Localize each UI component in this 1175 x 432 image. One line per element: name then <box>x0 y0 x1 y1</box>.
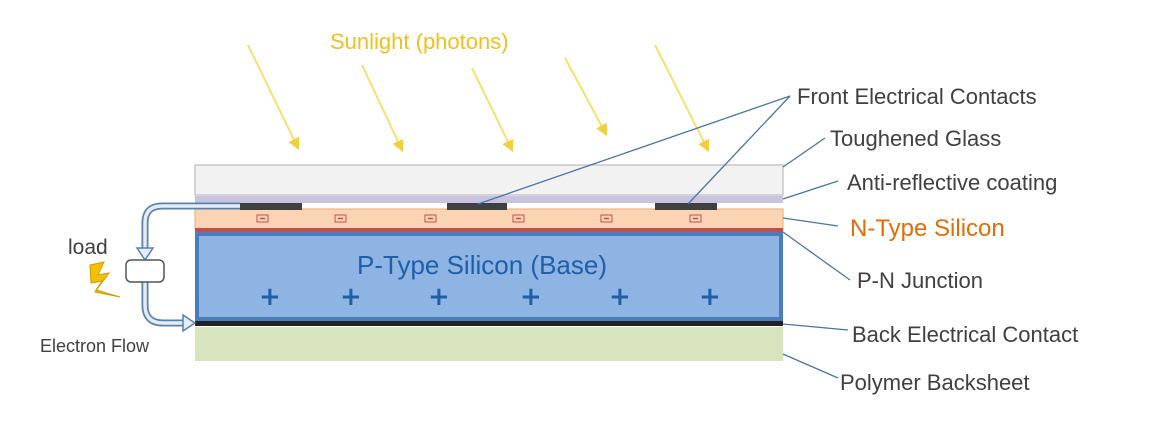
negative-charge <box>424 214 437 223</box>
negative-charge <box>512 214 525 223</box>
negative-charge <box>334 214 347 223</box>
sunlight-ray <box>247 44 300 151</box>
positive-charge: + <box>609 282 631 312</box>
circuit-arrow-top <box>135 247 155 262</box>
leader-anti-reflective <box>782 180 839 200</box>
lightning-bolt-icon <box>89 261 121 298</box>
glass-label: Toughened Glass <box>830 126 1001 151</box>
front-contacts-label: Front Electrical Contacts <box>797 84 1037 109</box>
negative-charges <box>256 214 702 223</box>
leader-glass <box>782 137 826 168</box>
leader-backsheet <box>782 353 839 379</box>
sunlight-ray <box>471 67 514 153</box>
front-contact <box>240 203 302 210</box>
p-type-silicon-layer <box>195 232 783 321</box>
n-type-label: N-Type Silicon <box>850 215 1005 242</box>
sunlight-rays <box>247 44 710 153</box>
leader-n-type <box>782 217 839 227</box>
leader-front-contact-2 <box>687 95 791 205</box>
positive-charge: + <box>340 282 362 312</box>
leader-lines <box>477 95 851 379</box>
anti-reflective-label: Anti-reflective coating <box>847 170 1057 195</box>
negative-charge <box>689 214 702 223</box>
negative-charge <box>600 214 613 223</box>
backsheet-label: Polymer Backsheet <box>840 370 1030 395</box>
circuit-arrow-bottom <box>182 313 197 333</box>
positive-charge: + <box>428 282 450 312</box>
leader-back-contact <box>782 323 849 331</box>
polymer-backsheet-layer <box>195 327 783 361</box>
toughened-glass-layer <box>194 164 784 196</box>
pn-junction-label: P-N Junction <box>857 268 983 293</box>
sunlight-ray <box>654 44 710 153</box>
anti-reflective-layer <box>195 196 783 203</box>
p-type-label: P-Type Silicon (Base) <box>357 250 607 280</box>
load-box <box>125 259 165 283</box>
positive-charges: + + + + + + <box>259 282 721 312</box>
electron-flow-label: Electron Flow <box>40 336 150 356</box>
front-contact <box>447 203 507 210</box>
negative-charge <box>256 214 269 223</box>
front-contact <box>655 203 717 210</box>
positive-charge: + <box>259 282 281 312</box>
positive-charge: + <box>520 282 542 312</box>
sunlight-label: Sunlight (photons) <box>330 29 509 54</box>
sunlight-ray <box>564 57 608 137</box>
sunlight-ray <box>361 64 404 153</box>
back-contact-layer <box>195 321 783 326</box>
back-contact-label: Back Electrical Contact <box>852 322 1078 347</box>
pn-junction-layer <box>195 228 783 233</box>
load-label: load <box>68 236 108 259</box>
leader-pn-junction <box>782 231 851 281</box>
electron-flow-circuit <box>125 202 240 333</box>
circuit-wire-bottom <box>141 282 184 327</box>
leader-front-contact-1 <box>477 95 791 205</box>
positive-charge: + <box>699 282 721 312</box>
